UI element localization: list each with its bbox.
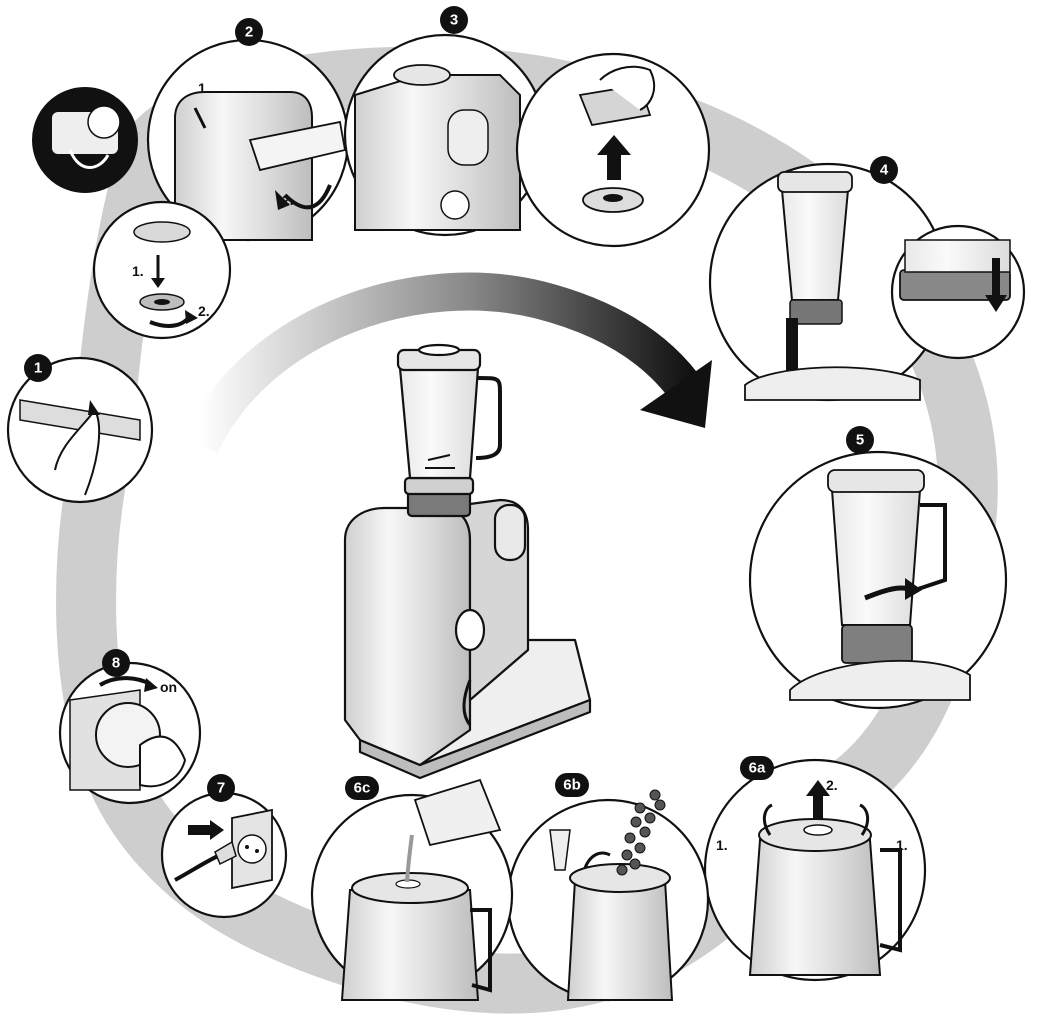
- step-5: 5: [748, 426, 1008, 710]
- step-3b: [515, 52, 711, 248]
- step-6a-sub-label-2: 2.: [826, 777, 838, 793]
- step-2-badge-text: 2: [245, 24, 253, 41]
- step-2: 1. 2. 2: [146, 18, 350, 242]
- step-6b: 6b: [506, 773, 710, 1002]
- step-7: 7: [160, 774, 288, 919]
- step-1-badge: [24, 354, 52, 382]
- kitchen-machine-illustration: [343, 343, 592, 780]
- step-8-badge-text: 8: [112, 655, 120, 672]
- step-6c: 6c: [310, 776, 514, 1001]
- step-3-badge-text: 3: [450, 12, 458, 29]
- step-8-switch-label: on: [160, 679, 177, 695]
- step-5-badge-text: 5: [856, 432, 864, 449]
- step-6a: 2. 1. 1. 6a: [703, 756, 927, 982]
- step-6a-badge-text: 6a: [749, 760, 766, 777]
- step-7-badge-text: 7: [217, 780, 225, 797]
- step-6a-sub-label-1-right: 1.: [896, 837, 908, 853]
- step-6b-badge-text: 6b: [563, 777, 581, 794]
- step-3: 3: [343, 6, 547, 237]
- step-2b-sub-label-1: 1.: [132, 263, 144, 279]
- step-1: 1: [6, 354, 154, 504]
- step-2-badge: [235, 18, 263, 46]
- step-4-badge-text: 4: [880, 162, 889, 179]
- step-6a-badge: [740, 756, 774, 780]
- step-8-badge: [102, 649, 130, 677]
- step-2-inset-release: [32, 87, 138, 193]
- step-4: 4: [708, 156, 948, 402]
- step-2-sub-label-2: 2.: [282, 192, 294, 208]
- step-6c-badge: [345, 776, 379, 800]
- step-4-badge: [870, 156, 898, 184]
- step-2-sub-label-1: 1.: [198, 80, 210, 96]
- step-4b: [890, 224, 1026, 360]
- step-8: on 8: [58, 649, 202, 805]
- step-6c-badge-text: 6c: [354, 780, 371, 797]
- step-6b-badge: [555, 773, 589, 797]
- step-6a-sub-label-1-left: 1.: [716, 837, 728, 853]
- step-1-badge-text: 1: [34, 360, 42, 377]
- step-5-badge: [846, 426, 874, 454]
- step-3-badge: [440, 6, 468, 34]
- sequence-arrow: [182, 272, 712, 454]
- step-2b: 1. 2.: [92, 200, 232, 340]
- step-2b-sub-label-2: 2.: [198, 303, 210, 319]
- step-7-badge: [207, 774, 235, 802]
